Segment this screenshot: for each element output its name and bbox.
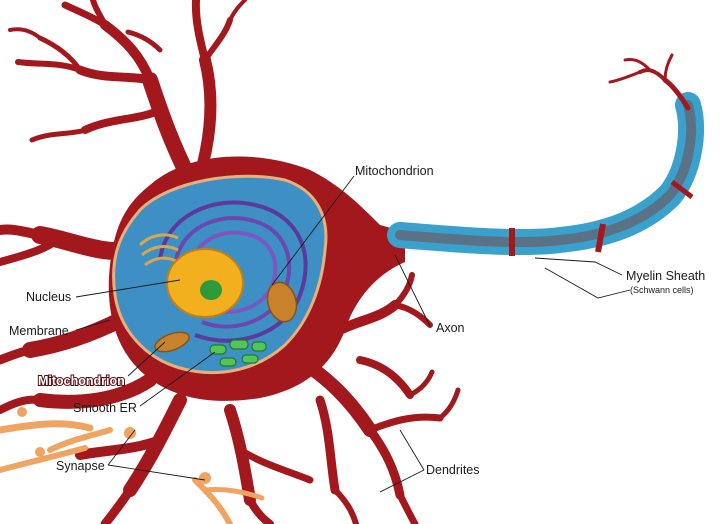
dendrite-branches <box>8 0 247 188</box>
synapse-terminals <box>0 407 265 524</box>
dendrite-branches-lower <box>0 224 314 524</box>
label-smooth-er: Smooth ER <box>73 401 137 415</box>
label-dendrites: Dendrites <box>426 463 480 477</box>
label-synapse: Synapse <box>56 459 105 473</box>
label-axon: Axon <box>436 321 465 335</box>
nucleolus <box>200 280 222 300</box>
endoplasmic-reticulum <box>158 200 308 343</box>
leader-lines <box>75 175 631 493</box>
labels: Mitochondrion Nucleus Membrane Mitochond… <box>9 164 705 477</box>
label-mitochondrion-left: Mitochondrion <box>38 374 125 388</box>
axon <box>387 53 704 256</box>
label-mitochondrion-top: Mitochondrion <box>355 164 434 178</box>
label-membrane: Membrane <box>9 324 69 338</box>
label-nucleus: Nucleus <box>26 290 71 304</box>
smooth-er <box>209 339 267 367</box>
label-schwann-cells: (Schwann cells) <box>630 285 694 295</box>
label-myelin-sheath: Myelin Sheath <box>626 269 705 283</box>
mitochondria <box>154 281 298 353</box>
